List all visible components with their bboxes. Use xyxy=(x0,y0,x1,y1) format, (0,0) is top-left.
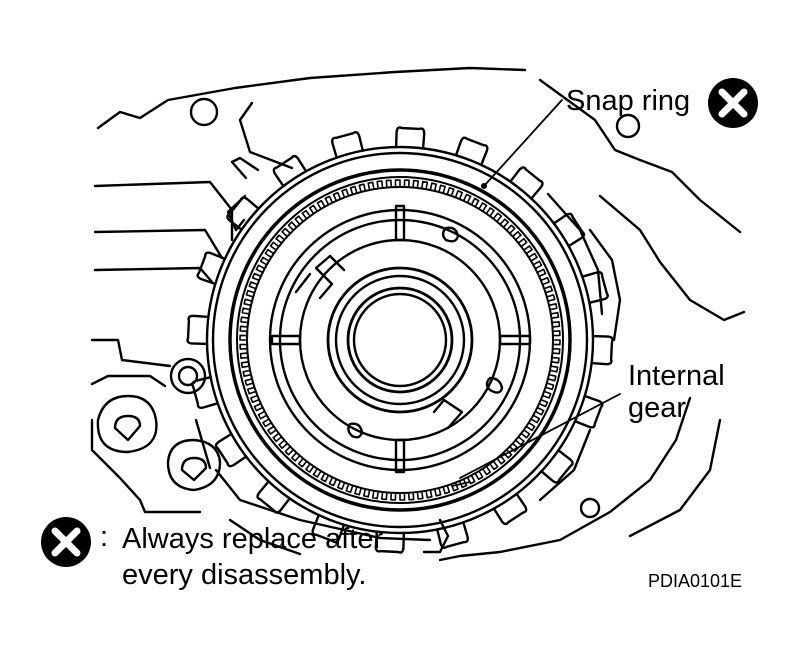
snap-ring-leader-dot xyxy=(481,183,487,189)
x-circle-icon xyxy=(41,517,91,567)
lug-tooth xyxy=(331,131,364,159)
lug-tooth xyxy=(581,271,609,304)
lug-tooth xyxy=(509,166,544,200)
internal-gear xyxy=(239,179,561,501)
lug-tooth xyxy=(573,394,604,429)
carrier-hub xyxy=(268,204,532,474)
housing-outline xyxy=(90,66,746,562)
lug-tooth xyxy=(186,314,210,346)
legend-line2: every disassembly. xyxy=(122,558,367,591)
lug-tooth xyxy=(191,376,219,409)
lug-tooth xyxy=(552,212,586,248)
lug-tooth xyxy=(394,126,426,150)
legend-line1: Always replace after xyxy=(122,523,384,555)
lug-tooth xyxy=(214,432,248,468)
lug-tooth xyxy=(436,521,469,549)
legend-text: Always replace after every disassembly. xyxy=(122,522,383,593)
lug-tooth xyxy=(272,154,308,188)
lug-tooth xyxy=(311,513,346,544)
leader-lines xyxy=(451,99,621,487)
lug-tooth xyxy=(454,136,489,167)
snap-ring-label: Snap ring xyxy=(566,85,691,117)
legend-colon: : xyxy=(100,521,109,553)
lug-tooth xyxy=(256,480,291,514)
snap-ring-leader xyxy=(483,99,563,187)
internal-gear-label: Internal gear xyxy=(628,360,725,425)
lug-tooth xyxy=(196,251,227,286)
figure-code: PDIA0101E xyxy=(648,571,743,591)
gear-teeth-path xyxy=(239,179,561,501)
lug-tooth xyxy=(540,449,574,484)
lug-tooth xyxy=(374,530,406,554)
internal-gear-label-line2: gear xyxy=(628,391,687,424)
clutch-lug-ring xyxy=(186,126,614,554)
lug-tooth xyxy=(492,492,528,526)
internal-gear-label-line1: Internal xyxy=(628,360,725,392)
internal-gear-leader xyxy=(459,393,621,479)
lug-tooth xyxy=(590,334,614,366)
replace-icon-snap-ring xyxy=(708,78,758,128)
lug-tooth xyxy=(226,196,260,231)
bolt-holes xyxy=(96,97,641,519)
snap-ring xyxy=(228,168,572,512)
